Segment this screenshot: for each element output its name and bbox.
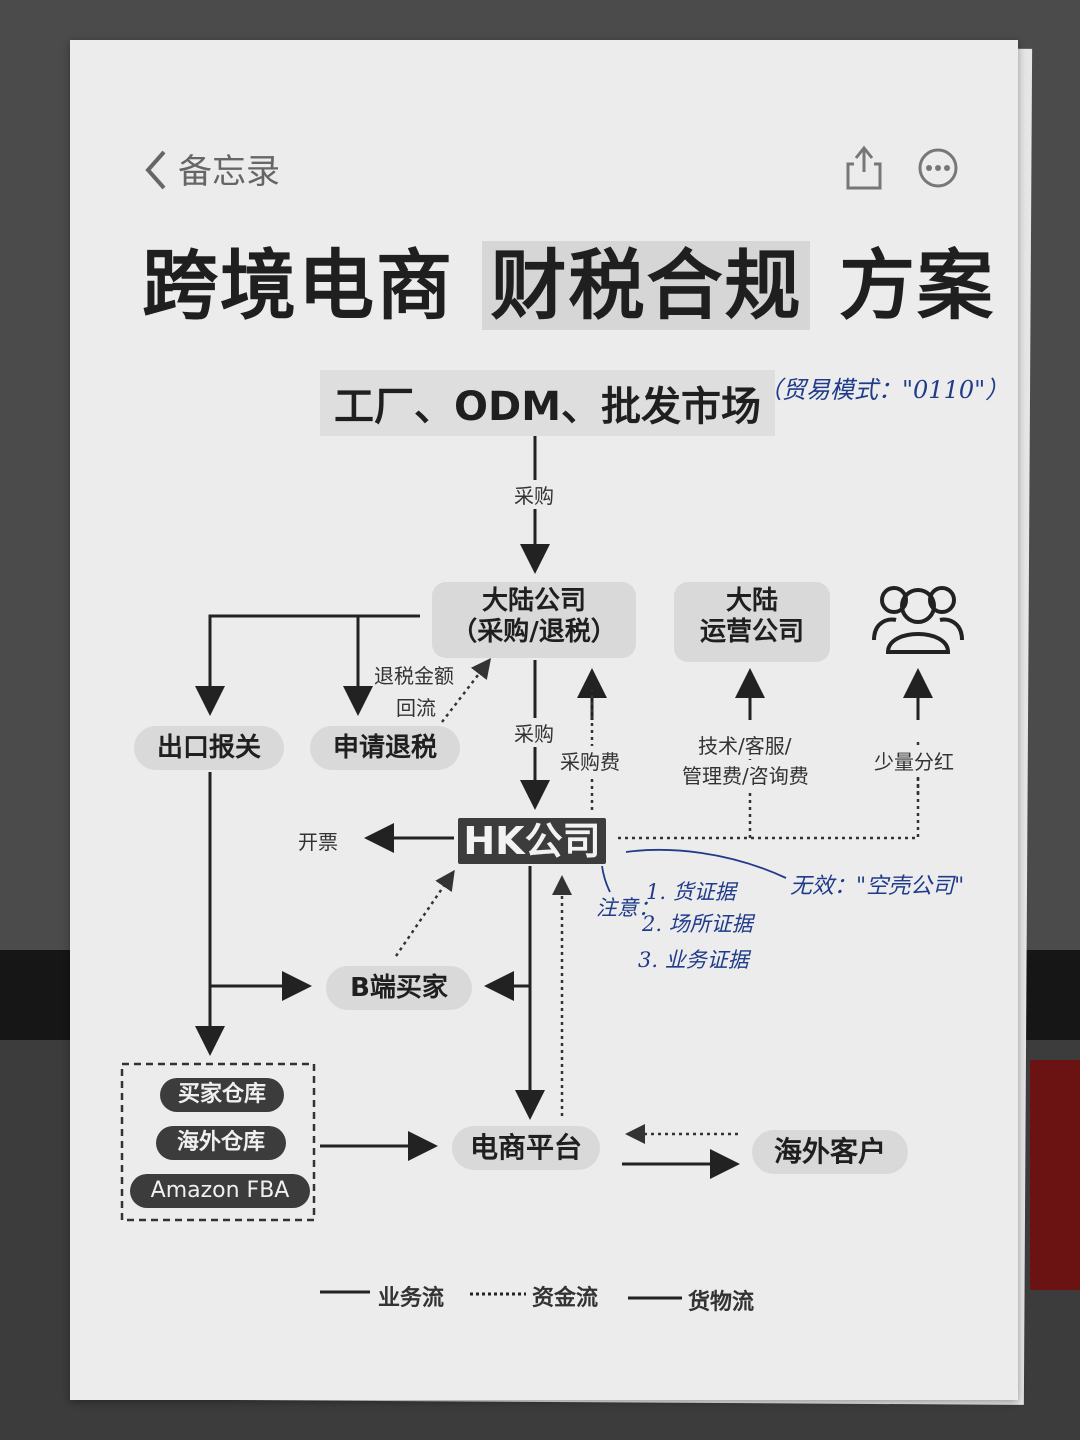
label-invoice: 开票 [298, 830, 338, 854]
label-refund-return: 回流 [396, 696, 436, 720]
page-title: 跨境电商 财税合规 方案 [142, 224, 995, 334]
legend-business: 业务流 [378, 1286, 445, 1311]
label-tech-fee-2: 管理费/咨询费 [682, 760, 809, 789]
printed-page: 备忘录 跨境电商 财税合规 方案 [70, 40, 1018, 1400]
handwritten-note-3: 3. 业务证据 [638, 948, 749, 972]
more-options-icon[interactable] [916, 146, 960, 190]
ecommerce-platform-node: 电商平台 [452, 1126, 600, 1170]
label-purchase-fee: 采购费 [560, 746, 620, 775]
background-red-object [1030, 1060, 1080, 1290]
amazon-fba-pill: Amazon FBA [130, 1174, 310, 1208]
back-label[interactable]: 备忘录 [178, 152, 280, 192]
label-tech-fee-1: 技术/客服/ [698, 730, 792, 759]
warehouse-group: 买家仓库 海外仓库 Amazon FBA [122, 1064, 314, 1220]
label-purchase-top: 采购 [514, 480, 554, 509]
overseas-customer-node: 海外客户 [752, 1130, 908, 1174]
ops-company-node: 大陆 运营公司 [674, 582, 830, 662]
buyer-warehouse-pill: 买家仓库 [160, 1078, 284, 1112]
ops-line2: 运营公司 [699, 617, 804, 648]
back-chevron-icon[interactable] [142, 148, 168, 192]
mainland-company-node: 大陆公司 （采购/退税） [432, 582, 636, 658]
handwritten-note-1: 1. 货证据 [646, 880, 736, 904]
legend-funds: 资金流 [532, 1286, 599, 1311]
title-part3: 方案 [838, 241, 995, 330]
group-icon [872, 586, 964, 654]
label-purchase-mid: 采购 [514, 718, 554, 747]
label-refund-amount: 退税金额 [374, 664, 454, 688]
handwritten-trade-mode: （贸易模式："0110"） [758, 376, 1010, 404]
source-node: 工厂、ODM、批发市场 [320, 370, 776, 436]
export-declaration-node: 出口报关 [134, 726, 284, 770]
hk-company-node: HK公司 [458, 818, 606, 864]
handwritten-note-2: 2. 场所证据 [642, 912, 753, 936]
label-dividend: 少量分红 [874, 746, 954, 775]
mainland-line2: （采购/退税） [451, 617, 617, 648]
handwritten-note-label: 注意： [596, 896, 659, 920]
legend-goods: 货物流 [688, 1290, 755, 1315]
title-highlight: 财税合规 [482, 241, 811, 330]
ops-line1: 大陆 [725, 586, 778, 616]
mainland-line1: 大陆公司 [481, 586, 586, 616]
tax-refund-node: 申请退税 [310, 726, 460, 770]
title-part1: 跨境电商 [142, 241, 454, 330]
overseas-warehouse-pill: 海外仓库 [156, 1126, 286, 1160]
b2b-buyer-node: B端买家 [326, 966, 472, 1010]
handwritten-avoid-shell: 无效："空壳公司" [790, 874, 965, 899]
share-icon[interactable] [842, 142, 886, 194]
